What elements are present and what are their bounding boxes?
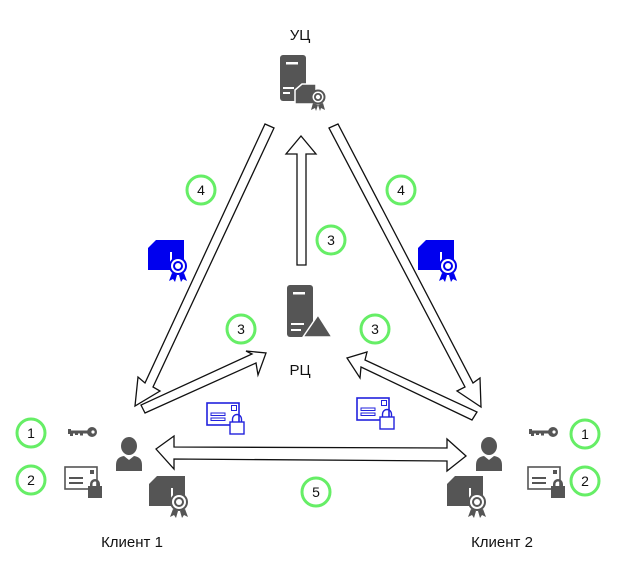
step-badge-3-client2-to-rc: 3	[359, 313, 391, 345]
server-certificate-icon	[280, 55, 326, 111]
svg-text:2: 2	[581, 473, 589, 489]
svg-text:1: 1	[27, 425, 35, 441]
issued-certificate-icon-left	[148, 240, 187, 282]
client2-certificate-icon	[447, 476, 486, 518]
svg-text:5: 5	[312, 484, 320, 500]
root-ca-label: УЦ	[290, 27, 311, 44]
arrow-client1-to-rc	[140, 350, 267, 414]
client1-label: Клиент 1	[101, 534, 163, 551]
arrow-ca-to-client2	[328, 123, 482, 409]
svg-text:3: 3	[327, 232, 335, 248]
step-badge-2-client1: 2	[15, 464, 47, 496]
step-badge-1-client2: 1	[569, 418, 601, 450]
step-badge-4-ca-to-client1: 4	[185, 174, 217, 206]
svg-text:1: 1	[581, 426, 589, 442]
client1-key-icon	[68, 427, 97, 437]
svg-text:3: 3	[237, 321, 245, 337]
step-badge-3-rc-to-ca: 3	[315, 224, 347, 256]
svg-text:4: 4	[197, 182, 205, 198]
client1-request-icon	[64, 466, 103, 499]
client2-label: Клиент 2	[471, 534, 533, 551]
step-badge-2-client2: 2	[569, 465, 601, 497]
arrow-rc-to-ca	[284, 134, 318, 266]
svg-text:4: 4	[397, 182, 405, 198]
arrow-ca-to-client1	[134, 123, 275, 408]
arrow-client-exchange	[155, 434, 468, 473]
server-warning-icon	[287, 285, 334, 338]
step-badge-4-ca-to-client2: 4	[385, 174, 417, 206]
step-badge-1-client1: 1	[15, 417, 47, 449]
step-badge-3-client1-to-rc: 3	[225, 313, 257, 345]
client2-user-icon	[476, 437, 502, 471]
step-badge-5-exchange: 5	[300, 476, 332, 508]
request-to-rc-icon-right	[356, 397, 395, 430]
svg-text:2: 2	[27, 472, 35, 488]
client2-key-icon	[529, 427, 558, 437]
arrow-client2-to-rc	[345, 351, 478, 421]
client1-user-icon	[116, 437, 142, 471]
registration-ca-label: РЦ	[289, 362, 310, 379]
svg-text:3: 3	[371, 321, 379, 337]
client2-request-icon	[527, 466, 566, 499]
issued-certificate-icon-right	[418, 240, 457, 282]
request-to-rc-icon-left	[206, 402, 245, 435]
client1-certificate-icon	[149, 476, 188, 518]
